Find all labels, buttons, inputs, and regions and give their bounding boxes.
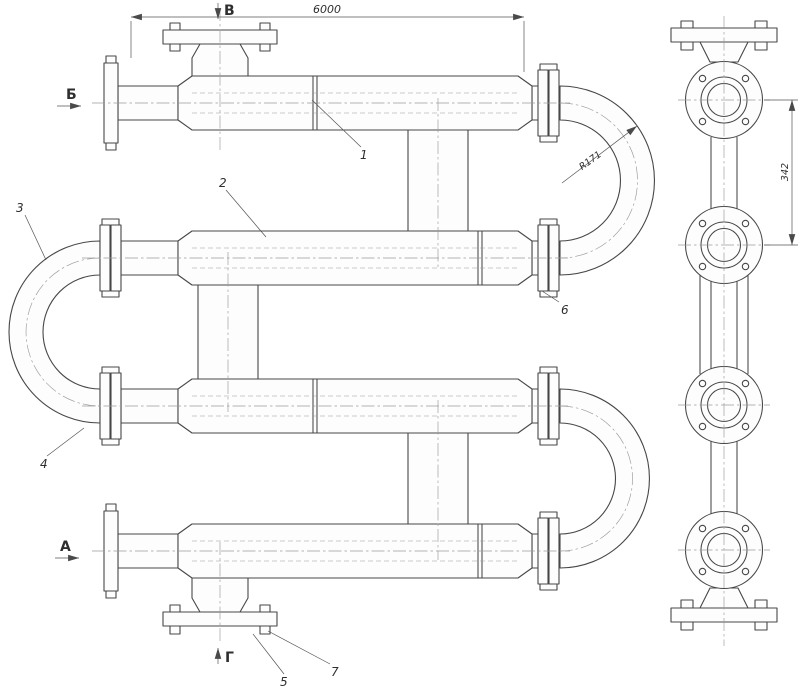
callout-3: 3 [16,201,24,215]
dimension-flange-spacing: 342 [780,163,791,181]
side-pipe-1-2 [710,137,738,209]
front-view [8,22,655,635]
callouts: 1 2 3 4 5 6 7 [16,99,569,689]
callout-2: 2 [219,176,227,190]
side-pipe-3-4 [710,441,738,514]
u-bend-bottom-right [559,388,651,569]
callout-4: 4 [40,457,48,471]
dimension-bend-radius: R171 [577,149,603,172]
callout-5: 5 [280,675,288,689]
callout-7: 7 [331,665,339,679]
dimension-6000: 6000 [130,3,525,72]
dimension-overall-length: 6000 [313,3,341,16]
u-bends [8,85,655,569]
view-label-g-bottom: Г [225,650,234,666]
view-label-a-left: А [60,539,71,555]
u-bend-left [8,240,101,424]
jacket-crossovers [197,129,469,525]
centerlines [25,8,770,646]
view-labels: В Б А Г [55,3,235,666]
u-bend-top-right [559,85,655,276]
dimension-342: 342 [764,99,798,246]
callout-1: 1 [360,148,368,162]
view-label-b-left: Б [66,87,77,103]
dimensions: 6000 R171 342 [130,3,798,246]
view-label-v-top: В [224,3,235,19]
callout-6: 6 [561,303,569,317]
side-jacket-2-3 [699,273,749,374]
